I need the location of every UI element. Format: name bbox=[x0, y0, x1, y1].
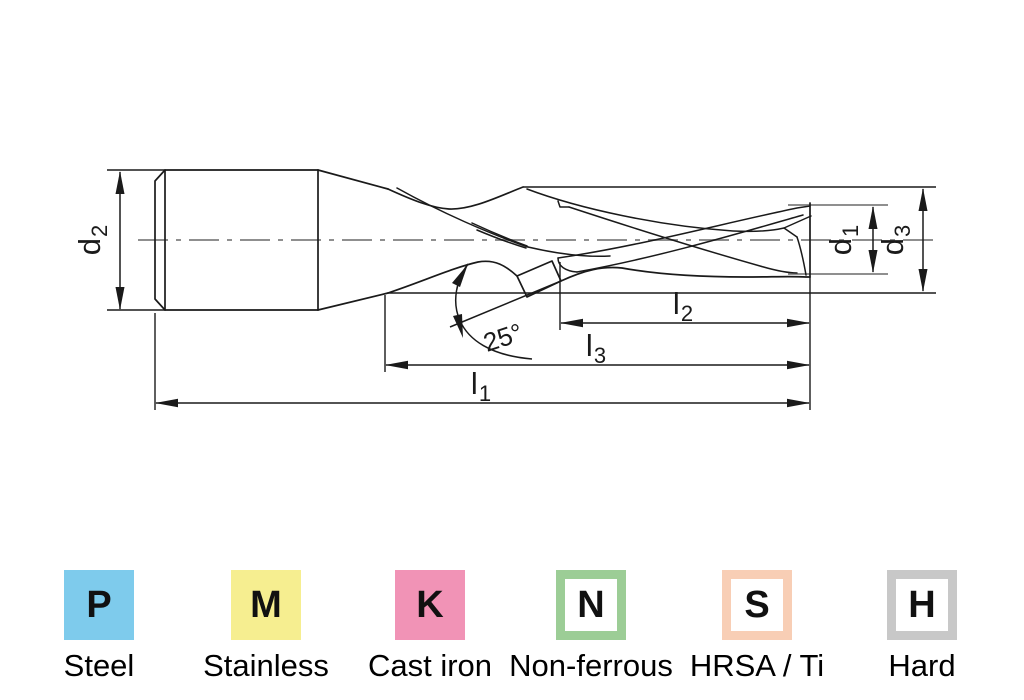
extension-lines bbox=[107, 169, 811, 410]
material-box-s: S bbox=[722, 570, 792, 640]
material-box-k: K bbox=[395, 570, 465, 640]
material-item-s: S HRSA / Ti bbox=[672, 570, 842, 684]
material-label-non-ferrous: Non-ferrous bbox=[509, 648, 673, 683]
l1-label: l1 bbox=[471, 366, 491, 406]
material-box-h: H bbox=[887, 570, 957, 640]
dimension-l2: l2 bbox=[560, 286, 810, 328]
material-label-stainless: Stainless bbox=[203, 648, 329, 683]
material-label-steel: Steel bbox=[63, 648, 135, 683]
material-code-h: H bbox=[908, 584, 936, 626]
material-code-s: S bbox=[744, 584, 770, 626]
end-mill-technical-drawing: d2 d1 d3 l2 l3 l1 25° bbox=[72, 169, 938, 410]
l3-label: l3 bbox=[586, 328, 606, 368]
material-item-m: M Stainless bbox=[181, 570, 351, 684]
dimension-d3: d3 bbox=[875, 188, 928, 292]
dimension-d2: d2 bbox=[72, 171, 125, 310]
material-code-p: P bbox=[86, 584, 112, 626]
d1-label: d1 bbox=[823, 225, 863, 256]
material-label-hrsa-ti: HRSA / Ti bbox=[689, 648, 825, 683]
d1-extension-lines bbox=[788, 204, 888, 275]
material-item-h: H Hard bbox=[837, 570, 1007, 684]
material-item-n: N Non-ferrous bbox=[506, 570, 676, 684]
technical-drawing-region: d2 d1 d3 l2 l3 l1 25° bbox=[72, 169, 938, 410]
dimension-d1: d1 bbox=[823, 206, 878, 273]
flute-lines bbox=[396, 187, 811, 274]
d2-label: d2 bbox=[72, 225, 112, 256]
tip-cutting-edge bbox=[783, 202, 812, 278]
material-box-m: M bbox=[231, 570, 301, 640]
material-label-hard: Hard bbox=[888, 648, 956, 683]
material-code-k: K bbox=[416, 584, 444, 626]
dimension-l3: l3 bbox=[385, 328, 810, 370]
material-code-n: N bbox=[577, 584, 605, 626]
d3-label: d3 bbox=[875, 225, 915, 256]
material-label-cast-iron: Cast iron bbox=[367, 648, 493, 683]
material-item-k: K Cast iron bbox=[345, 570, 515, 684]
material-box-n: N bbox=[556, 570, 626, 640]
material-code-m: M bbox=[250, 584, 282, 626]
material-box-p: P bbox=[64, 570, 134, 640]
material-item-p: P Steel bbox=[14, 570, 184, 684]
l2-label: l2 bbox=[673, 286, 693, 326]
dimension-l1: l1 bbox=[155, 366, 810, 408]
